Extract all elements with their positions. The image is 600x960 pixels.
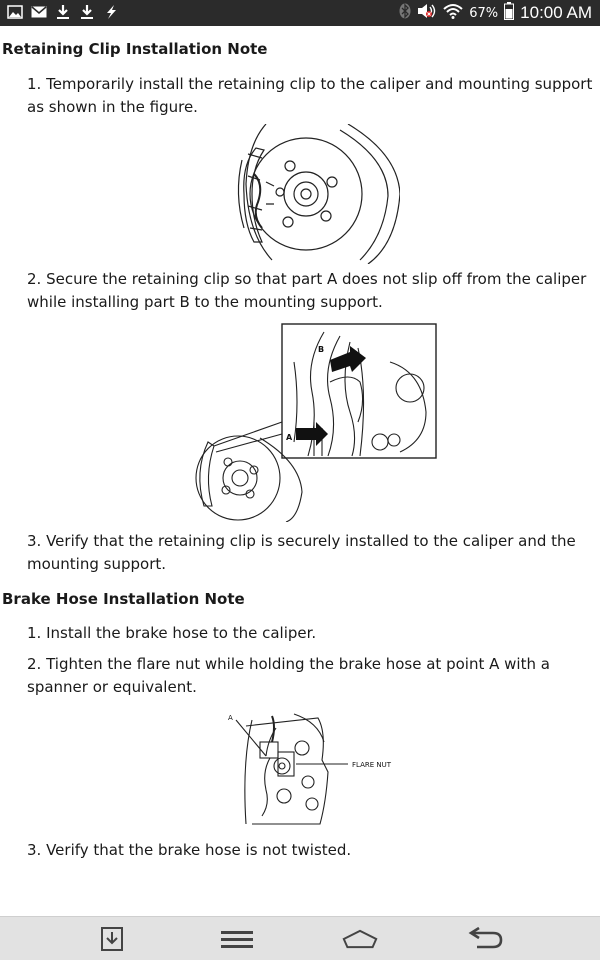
battery-icon bbox=[504, 2, 515, 24]
navigation-bar bbox=[0, 916, 600, 960]
figure-retaining-clip-install bbox=[237, 124, 400, 264]
label-a: A bbox=[286, 433, 293, 442]
mail-icon bbox=[30, 3, 48, 21]
section-heading-brake-hose: Brake Hose Installation Note bbox=[2, 590, 245, 608]
figure-retaining-clip-secure: B A bbox=[195, 323, 437, 522]
step-text: 1. Temporarily install the retaining cli… bbox=[27, 75, 593, 116]
notification-icons bbox=[6, 3, 120, 21]
download-icon bbox=[54, 3, 72, 21]
save-page-button[interactable] bbox=[94, 925, 130, 953]
system-status: 67% 10:00 AM bbox=[399, 2, 592, 24]
menu-button[interactable] bbox=[219, 925, 255, 953]
volume-muted-icon bbox=[417, 3, 437, 23]
step-text: 1. Install the brake hose to the caliper… bbox=[27, 624, 317, 642]
image-icon bbox=[6, 3, 24, 21]
label-b: B bbox=[318, 345, 324, 354]
section-heading-retaining-clip: Retaining Clip Installation Note bbox=[2, 40, 268, 58]
step-text: 3. Verify that the brake hose is not twi… bbox=[27, 841, 352, 859]
figure-brake-hose-flare-nut: A FLARE NUT bbox=[228, 713, 392, 825]
step-text: 3. Verify that the retaining clip is sec… bbox=[27, 532, 576, 573]
document-view[interactable]: Retaining Clip Installation Note 1. Temp… bbox=[0, 26, 600, 916]
battery-percent: 67% bbox=[469, 5, 499, 21]
step-text: 2. Secure the retaining clip so that par… bbox=[27, 270, 587, 311]
save-page-icon bbox=[101, 927, 123, 951]
wifi-icon bbox=[443, 3, 463, 23]
step-text: 2. Tighten the flare nut while holding t… bbox=[27, 655, 550, 696]
bluetooth-icon bbox=[399, 3, 411, 23]
lightning-icon bbox=[102, 3, 120, 21]
home-icon bbox=[342, 929, 378, 949]
home-button[interactable] bbox=[342, 925, 378, 953]
clock: 10:00 AM bbox=[520, 3, 592, 22]
label-point-a: A bbox=[228, 714, 233, 722]
back-icon bbox=[468, 927, 503, 949]
download-icon bbox=[78, 3, 96, 21]
status-bar: 67% 10:00 AM bbox=[0, 0, 600, 26]
menu-icon bbox=[221, 931, 253, 948]
label-flare-nut: FLARE NUT bbox=[352, 761, 392, 769]
back-button[interactable] bbox=[467, 925, 503, 953]
